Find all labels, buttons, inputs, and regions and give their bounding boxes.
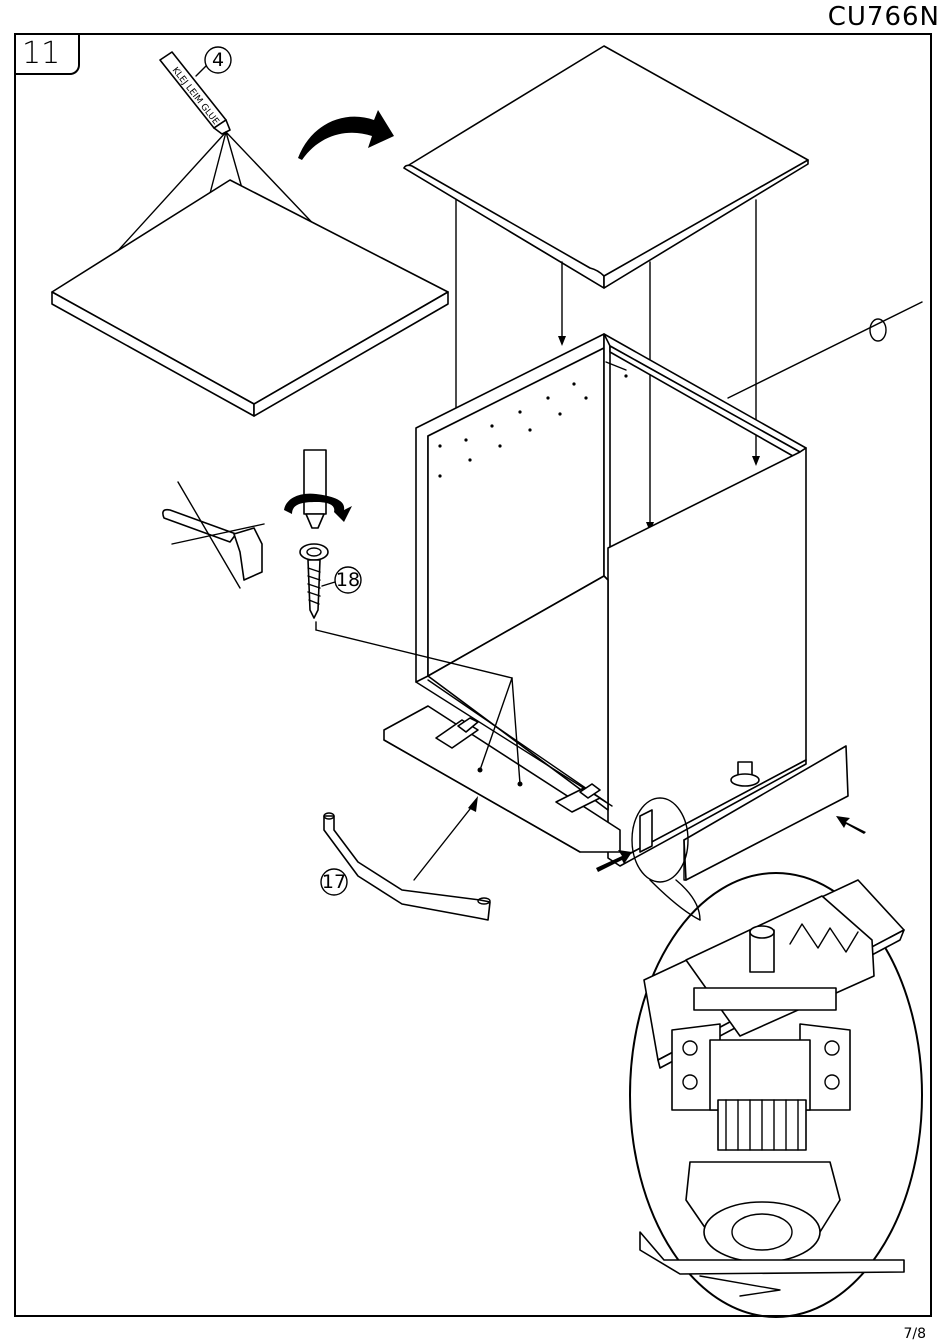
detail-view [630, 873, 922, 1317]
callout-18: 18 [322, 567, 361, 593]
screw-18 [300, 544, 328, 630]
callout-4-number: 4 [212, 49, 224, 71]
top-panel-flat [52, 180, 448, 416]
leg-bracket-17 [324, 813, 490, 920]
callout-4: 4 [196, 47, 231, 76]
callout-18-number: 18 [336, 569, 360, 591]
screwdriver-icon [284, 450, 352, 528]
page-number: 7/8 [903, 1326, 926, 1342]
rotate-arrow-icon [298, 110, 394, 160]
glue-label: KLEJ LEIM GLUE [170, 66, 221, 127]
hammer-crossed-icon [163, 482, 264, 588]
leveling-guide-line [728, 302, 922, 398]
top-panel-floating [404, 46, 808, 288]
callout-17-number: 17 [322, 871, 346, 893]
